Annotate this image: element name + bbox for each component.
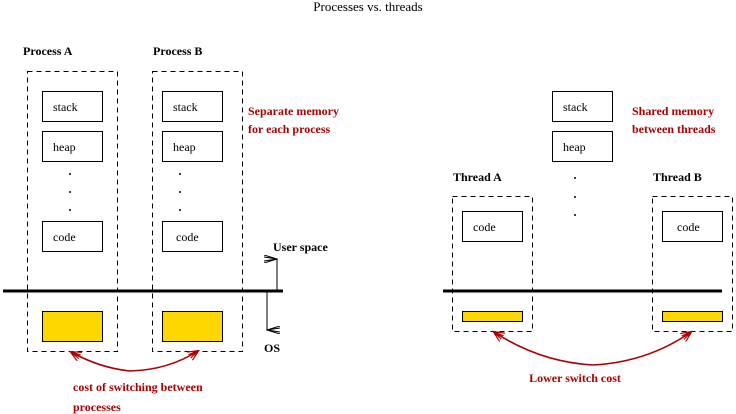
diagram-title: Processes vs. threads	[313, 0, 422, 14]
process-b-code: code	[162, 221, 223, 252]
ellipsis-dot	[69, 209, 71, 211]
shared-stack: stack	[552, 91, 613, 122]
ellipsis-dot	[69, 173, 71, 175]
segment-label: stack	[173, 100, 198, 114]
process-switch-cost-line1: cost of switching between	[73, 380, 203, 394]
segment-label: code	[53, 230, 76, 244]
shared-memory: stack heap	[552, 91, 613, 216]
separate-memory-note-line2: for each process	[248, 122, 331, 136]
thread-a-code: code	[462, 211, 523, 242]
ellipsis-dot	[574, 214, 576, 216]
ellipsis-dot	[179, 191, 181, 193]
thread-a-label: Thread A	[453, 170, 502, 184]
ellipsis-dot	[574, 177, 576, 179]
process-b-stack: stack	[162, 91, 223, 122]
process-b-kernel-block	[162, 311, 223, 342]
process-switch-arrow-left	[71, 352, 131, 372]
ellipsis-dot	[574, 196, 576, 198]
thread-b-code: code	[662, 211, 723, 242]
segment-label: code	[677, 220, 700, 234]
process-a-stack: stack	[42, 91, 103, 122]
segment-label: heap	[173, 140, 196, 154]
separate-memory-note-line1: Separate memory	[248, 104, 339, 118]
ellipsis-dot	[179, 173, 181, 175]
shared-memory-note-line1: Shared memory	[632, 104, 714, 118]
thread-b-label: Thread B	[653, 170, 702, 184]
user-space-label: User space	[273, 240, 328, 254]
segment-label: heap	[53, 140, 76, 154]
thread-switch-arrow-right	[592, 332, 691, 366]
segment-label: heap	[563, 140, 586, 154]
segment-label: code	[473, 220, 496, 234]
thread-a-kernel-block	[462, 311, 523, 322]
process-b-heap: heap	[162, 131, 223, 162]
ellipsis-dot	[69, 191, 71, 193]
process-a-heap: heap	[42, 131, 103, 162]
process-switch-cost-line2: processes	[73, 400, 121, 414]
shared-memory-note-line2: between threads	[632, 122, 716, 136]
segment-label: stack	[53, 100, 78, 114]
process-switch-arrow-right	[129, 351, 198, 372]
process-a-code: code	[42, 221, 103, 252]
process-a-label: Process A	[23, 44, 73, 58]
thread-switch-cost-label: Lower switch cost	[529, 371, 621, 385]
thread-switch-arrow-left	[494, 332, 594, 366]
os-label: OS	[264, 341, 280, 355]
process-a-kernel-block	[42, 311, 103, 342]
segment-label: code	[176, 230, 199, 244]
thread-b: Thread B code	[652, 170, 733, 332]
process-b: Process B stack heap code	[152, 44, 243, 352]
process-b-label: Process B	[153, 44, 202, 58]
segment-label: stack	[563, 100, 588, 114]
shared-heap: heap	[552, 131, 613, 162]
thread-a: Thread A code	[452, 170, 533, 332]
ellipsis-dot	[179, 209, 181, 211]
process-a: Process A stack heap code	[23, 44, 118, 352]
thread-b-kernel-block	[662, 311, 723, 322]
